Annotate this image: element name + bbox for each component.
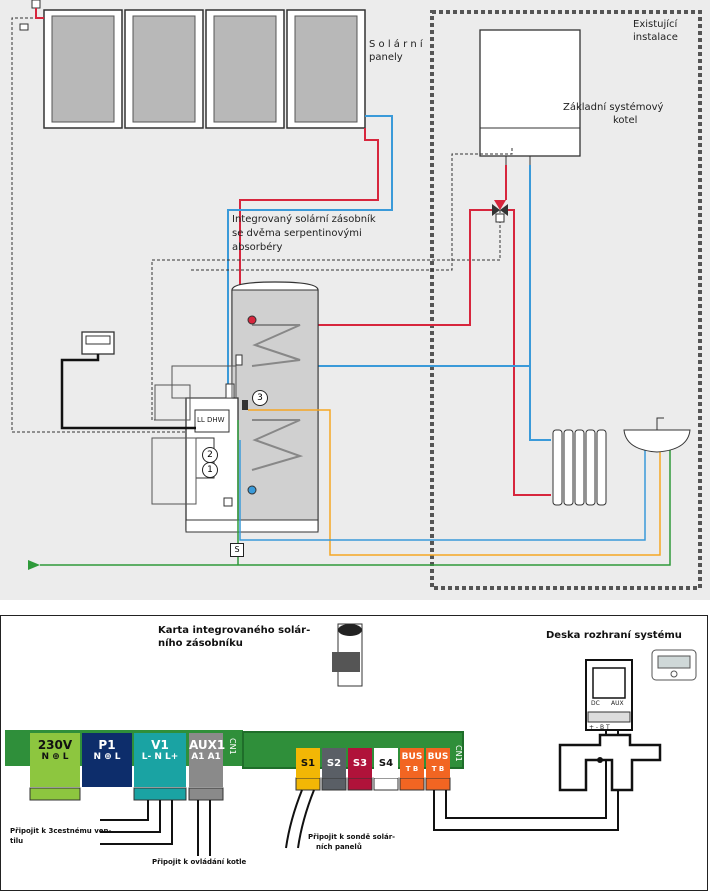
interface-title: Deska rozhraní systému [546, 630, 682, 641]
terminal-v1-pins: L- N L+ [141, 752, 179, 762]
terminal-s4-name: S4 [378, 758, 394, 769]
terminal-s3-name: S3 [352, 758, 368, 769]
terminal-s2: S2 [322, 748, 346, 778]
marker-2: 2 [202, 447, 218, 463]
connect-valve-line1: Připojit k 3cestnému ven- [10, 827, 112, 835]
terminal-bus-2-name: BUS [427, 752, 449, 762]
terminal-p1: P1 N ⊕ L [82, 733, 132, 787]
connect-valve-line2: tilu [10, 837, 24, 845]
interface-pins-label: + - B T [589, 724, 610, 731]
terminal-bus-1-name: BUS [401, 752, 423, 762]
existing-installation-border [430, 10, 702, 590]
tank-label-line1: Integrovaný solární zásobník [232, 214, 376, 225]
terminal-v1-name: V1 [151, 738, 169, 752]
interface-dc-label: DC [591, 700, 600, 707]
connect-boiler: Připojit k ovládání kotle [152, 858, 247, 866]
card-title-line2: ního zásobníku [158, 638, 243, 649]
terminal-bus-1: BUS T B [400, 748, 424, 778]
terminal-s1: S1 [296, 748, 320, 778]
existing-installation-label-line1: Existující [633, 19, 678, 30]
interface-aux-label: AUX [611, 700, 624, 707]
solar-panels-label-line2: panely [369, 52, 403, 63]
marker-3: 3 [252, 390, 268, 406]
terminal-s2-name: S2 [326, 758, 342, 769]
card-image [332, 623, 363, 687]
marker-s: S [230, 543, 244, 557]
module-text: LL DHW [197, 416, 225, 424]
solar-panels-label-line1: S o l á r n í [369, 39, 423, 50]
interface-board [558, 659, 662, 792]
sink [623, 417, 691, 453]
terminal-aux1-pins: A1 A1 [191, 752, 221, 762]
terminal-v1: V1 L- N L+ [134, 733, 186, 787]
terminal-aux1-name: AUX1 [189, 738, 226, 752]
interface-panel-device [651, 649, 697, 681]
solar-panels [43, 9, 366, 129]
cn1-right-label: CN1 [454, 745, 463, 762]
terminal-230v-name: 230V [37, 738, 73, 752]
three-way-valve [492, 200, 508, 223]
terminal-230v-pins: N ⊕ L [41, 752, 69, 762]
tank-label-line3: absorbéry [232, 242, 283, 253]
boiler-shape [479, 29, 581, 157]
terminal-230v: 230V N ⊕ L [30, 733, 80, 787]
terminal-s3: S3 [348, 748, 372, 778]
tank-label-line2: se dvěma serpentinovými [232, 228, 362, 239]
boiler-label-line1: Základní systémový [563, 102, 664, 113]
connect-sensor-line2: ních panelů [316, 843, 362, 851]
card-title-line1: Karta integrovaného solár- [158, 625, 311, 636]
connect-sensor-line1: Připojit k sondě solár- [308, 833, 396, 841]
radiator [552, 429, 607, 506]
terminal-bus-2: BUS T B [426, 748, 450, 778]
cn1-left-label: CN1 [228, 738, 237, 755]
terminal-bus-1-pins: T B [405, 765, 419, 773]
terminal-aux1: AUX1 A1 A1 [189, 733, 226, 787]
existing-installation-label-line2: instalace [633, 32, 678, 43]
marker-1: 1 [202, 462, 218, 478]
boiler-label-line2: kotel [613, 115, 638, 126]
terminal-s1-name: S1 [300, 758, 316, 769]
terminal-bus-2-pins: T B [431, 765, 445, 773]
terminal-p1-name: P1 [98, 738, 116, 752]
terminal-p1-pins: N ⊕ L [93, 752, 121, 762]
terminal-s4: S4 [374, 748, 398, 778]
